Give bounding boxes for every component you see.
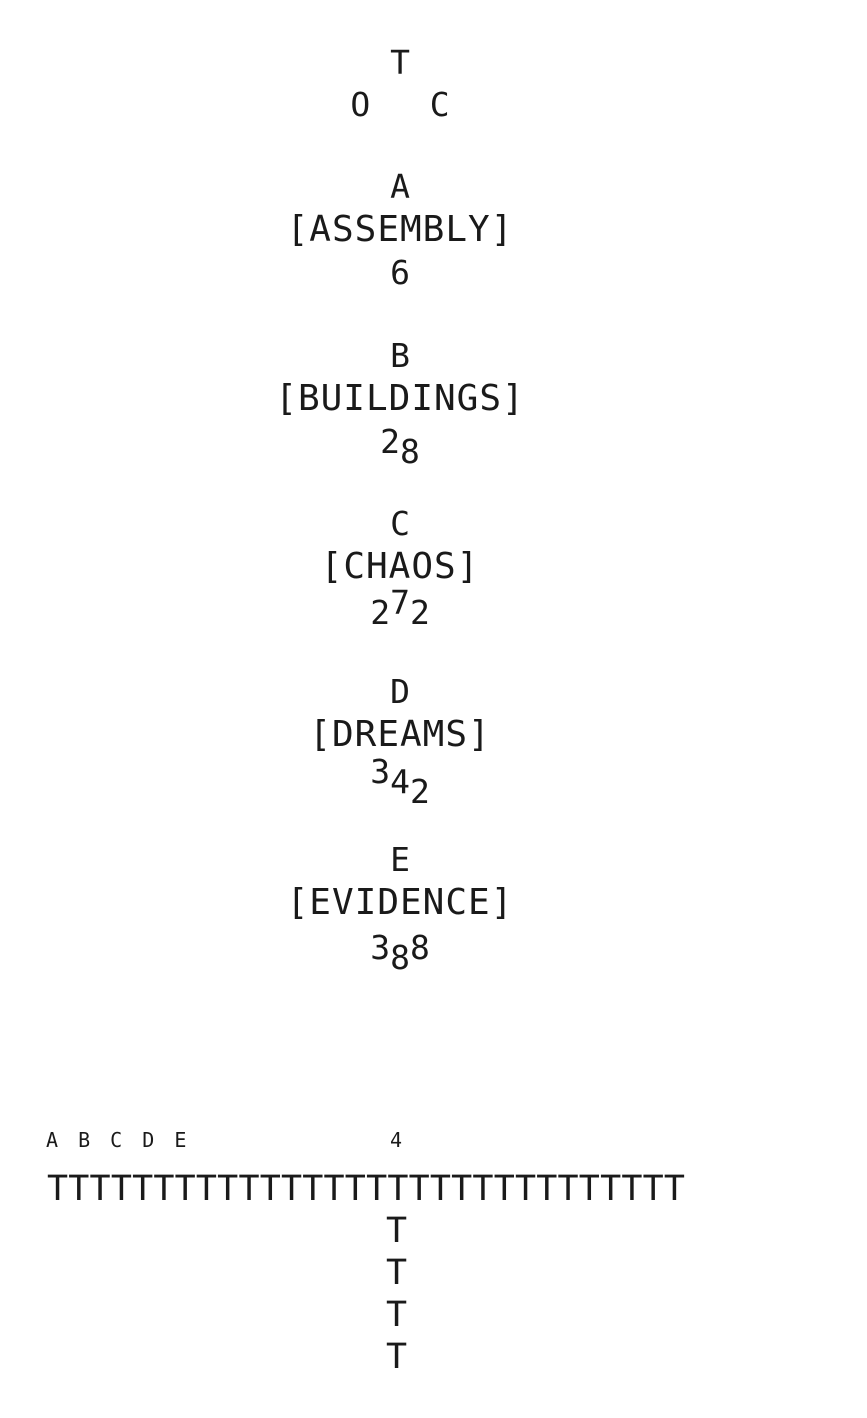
digit: 7 [390, 583, 410, 622]
digit: 3 [370, 928, 391, 967]
section-letter: D [390, 672, 410, 711]
digit: 2 [409, 593, 430, 632]
section-letter: B [390, 336, 410, 375]
t-row: TTTTTTTTTTTTTTTTTTTTTTTTTTTTTT [47, 1169, 686, 1209]
toc-right-letter: C [429, 85, 450, 124]
footer-section-letters: A B C D E [46, 1128, 191, 1152]
section-title: [BUILDINGS] [275, 378, 525, 419]
section-number: 272 [0, 586, 800, 632]
section-letter: E [390, 840, 410, 879]
digit: 2 [409, 772, 430, 811]
toc-top-letter: T [390, 43, 410, 82]
t-column-item: T [386, 1253, 408, 1293]
section-number: 388 [0, 928, 800, 974]
section-number: 28 [0, 422, 800, 468]
page-number: 4 [390, 1128, 403, 1152]
section-letter: C [390, 504, 410, 543]
section-number: 6 [0, 256, 800, 289]
t-column-item: T [386, 1211, 408, 1251]
t-column-item: T [386, 1337, 408, 1377]
digit: 8 [400, 432, 420, 471]
section-letter: A [390, 167, 410, 206]
digit: 8 [390, 938, 410, 977]
digit: 2 [370, 593, 391, 632]
digit: 2 [380, 422, 400, 461]
toc-left-letter: O [350, 85, 371, 124]
digit: 8 [409, 928, 430, 967]
section-title: [CHAOS] [320, 546, 480, 587]
digit: 3 [370, 752, 391, 791]
toc-side-letters: O C [0, 88, 800, 121]
digit: 4 [390, 762, 410, 801]
t-column-item: T [386, 1295, 408, 1335]
digit: 6 [390, 253, 410, 292]
section-title: [DREAMS] [309, 714, 491, 755]
section-number: 342 [0, 755, 800, 808]
section-title: [ASSEMBLY] [286, 209, 514, 250]
section-title: [EVIDENCE] [286, 882, 514, 923]
